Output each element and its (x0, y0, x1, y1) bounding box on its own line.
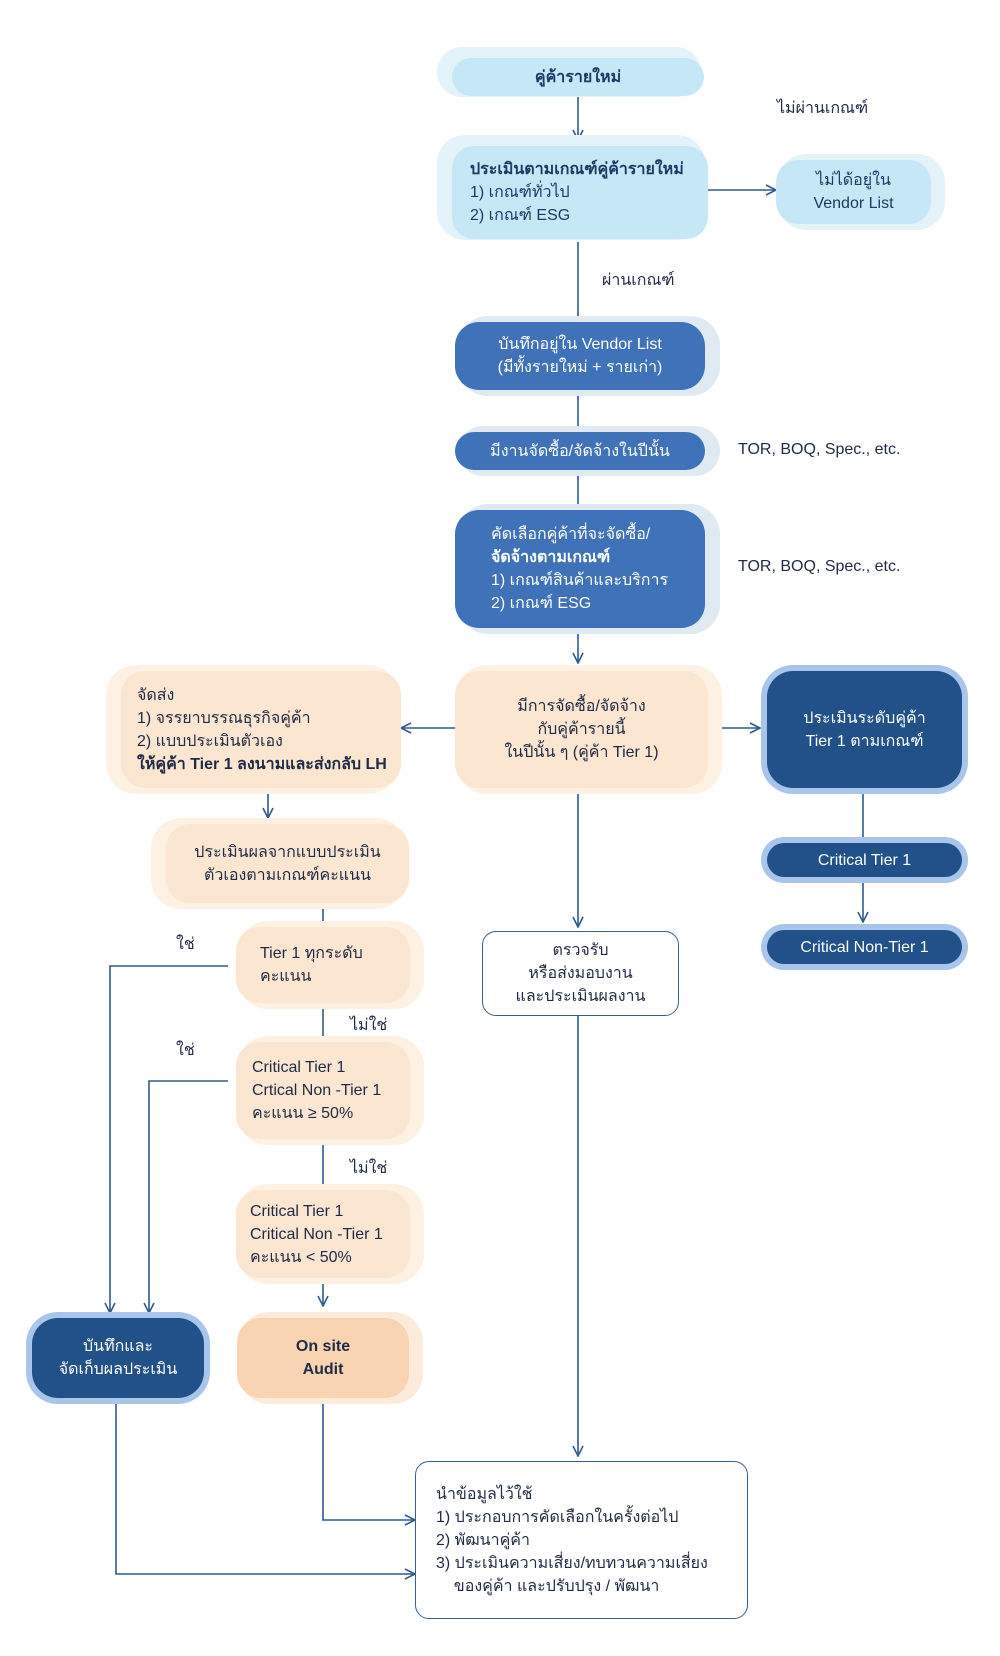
node-evaluate-self-assessment: ประเมินผลจากแบบประเมิน ตัวเองตามเกณฑ์คะแ… (166, 824, 409, 903)
node-line: Crtical Non -Tier 1 (252, 1082, 382, 1099)
node-line: 2) เกณฑ์ ESG (491, 595, 592, 612)
node-line: 2) แบบประเมินตัวเอง (137, 732, 283, 750)
label-no-ge50: ไม่ใช่ (350, 1160, 388, 1177)
label-yes-tier1: ใช่ (176, 936, 195, 953)
node-line: Critical Non-Tier 1 (800, 938, 929, 956)
node-line: Vendor List (813, 195, 894, 212)
connector-ge50-yes-to-record (149, 1080, 228, 1313)
label-fail-criteria: ไม่ผ่านเกณฑ์ (777, 100, 869, 117)
label-tor-selection: TOR, BOQ, Spec., etc. (738, 558, 901, 575)
node-line: จัดจ้างตามเกณฑ์ (491, 549, 611, 566)
label-pass-criteria: ผ่านเกณฑ์ (602, 272, 675, 289)
node-line: ประเมินตามเกณฑ์คู่ค้ารายใหม่ (470, 161, 684, 178)
node-line: บันทึกอยู่ใน Vendor List (498, 336, 662, 353)
node-line: (มีทั้งรายใหม่ + รายเก่า) (497, 359, 663, 376)
node-line: 1) ประกอบการคัดเลือกในครั้งต่อไป (436, 1508, 679, 1526)
node-line: คะแนน (260, 968, 312, 985)
label-yes-ge50: ใช่ (176, 1042, 195, 1059)
node-line: จัดเก็บผลประเมิน (58, 1361, 178, 1378)
node-record-results: บันทึกและ จัดเก็บผลประเมิน (32, 1318, 204, 1398)
node-line: 3) ประเมินความเสี่ยง/ทบทวนความเสี่ยง (436, 1554, 708, 1572)
node-line: On site (295, 1338, 351, 1355)
node-procurement-this-year: มีงานจัดซื้อ/จัดจ้างในปีนั้น (455, 432, 705, 470)
node-line: Critical Tier 1 (817, 851, 912, 869)
node-line: 2) เกณฑ์ ESG (470, 207, 571, 224)
node-line: ในปีนั้น ๆ (คู่ค้า Tier 1) (504, 744, 659, 761)
node-line: หรือส่งมอบงาน (528, 965, 633, 982)
node-critical-score-lt-50: Critical Tier 1 Critical Non -Tier 1 คะแ… (236, 1190, 410, 1278)
node-line: Tier 1 ตามเกณฑ์ (805, 732, 924, 750)
node-critical-non-tier1: Critical Non-Tier 1 (767, 930, 962, 964)
node-line: ประเมินระดับคู่ค้า (803, 709, 926, 727)
node-new-vendor: คู่ค้ารายใหม่ (452, 58, 704, 96)
node-line: 2) พัฒนาคู่ค้า (436, 1531, 530, 1549)
node-record-vendor-list: บันทึกอยู่ใน Vendor List (มีทั้งรายใหม่ … (455, 322, 705, 390)
node-not-in-vendor-list: ไม่ได้อยู่ใน Vendor List (776, 160, 931, 224)
node-use-data: นำข้อมูลไว้ใช้ 1) ประกอบการคัดเลือกในครั… (415, 1461, 748, 1619)
node-inspect-work: ตรวจรับ หรือส่งมอบงาน และประเมินผลงาน (482, 931, 679, 1016)
node-line: ตัวเองตามเกณฑ์คะแนน (204, 866, 371, 884)
node-line: ไม่ได้อยู่ใน (816, 172, 891, 189)
node-line: 1) เกณฑ์ทั่วไป (470, 184, 570, 201)
node-line: Tier 1 ทุกระดับ (260, 945, 363, 962)
node-evaluate-tier-level: ประเมินระดับคู่ค้า Tier 1 ตามเกณฑ์ (767, 671, 962, 788)
node-select-vendor: คัดเลือกคู่ค้าที่จะจัดซื้อ/ จัดจ้างตามเก… (455, 510, 705, 628)
node-line: นำข้อมูลไว้ใช้ (436, 1485, 533, 1503)
connector-tier1-yes-to-record (110, 965, 228, 1313)
node-line: คู่ค้ารายใหม่ (534, 68, 622, 86)
node-line: บันทึกและ (82, 1338, 154, 1355)
node-line: 1) เกณฑ์สินค้าและบริการ (491, 572, 669, 589)
node-tier1-all-levels: Tier 1 ทุกระดับ คะแนน (236, 927, 410, 1003)
node-line: Audit (302, 1361, 344, 1378)
node-line: Critical Tier 1 (250, 1202, 344, 1220)
node-line: คะแนน < 50% (250, 1248, 352, 1266)
node-line: คัดเลือกคู่ค้าที่จะจัดซื้อ/ (491, 526, 651, 543)
node-line: มีการจัดซื้อ/จัดจ้าง (517, 698, 646, 715)
node-line: Critical Non -Tier 1 (250, 1225, 383, 1243)
node-line: ตรวจรับ (552, 942, 609, 959)
node-critical-score-ge-50: Critical Tier 1 Crtical Non -Tier 1 คะแน… (236, 1042, 410, 1139)
node-line: คะแนน ≥ 50% (252, 1105, 354, 1122)
node-line: มีงานจัดซื้อ/จัดจ้างในปีนั้น (490, 442, 670, 460)
node-line: ให้คู่ค้า Tier 1 ลงนามและส่งกลับ LH (137, 755, 387, 773)
label-tor-procurement: TOR, BOQ, Spec., etc. (738, 441, 901, 458)
node-procurement-tier1: มีการจัดซื้อ/จัดจ้าง กับคู่ค้ารายนี้ ในป… (455, 671, 708, 788)
node-line: Critical Tier 1 (252, 1059, 346, 1076)
node-line: จัดส่ง (137, 686, 175, 704)
connector-record-to-use-data (115, 1398, 415, 1574)
node-onsite-audit: On site Audit (237, 1318, 409, 1398)
node-line: 1) จรรยาบรรณธุรกิจคู่ค้า (137, 709, 311, 727)
node-line: และประเมินผลงาน (515, 988, 646, 1005)
node-send-documents: จัดส่ง 1) จรรยาบรรณธุรกิจคู่ค้า 2) แบบปร… (121, 671, 401, 788)
node-line: กับคู่ค้ารายนี้ (537, 721, 626, 738)
node-evaluate-new-vendor: ประเมินตามเกณฑ์คู่ค้ารายใหม่ 1) เกณฑ์ทั่… (452, 146, 708, 239)
node-line: ของคู่ค้า และปรับปรุง / พัฒนา (436, 1577, 660, 1595)
connector-audit-to-use-data (322, 1398, 415, 1520)
label-no-tier1: ไม่ใช่ (350, 1017, 388, 1034)
node-line: ประเมินผลจากแบบประเมิน (194, 843, 381, 861)
node-critical-tier1: Critical Tier 1 (767, 843, 962, 877)
